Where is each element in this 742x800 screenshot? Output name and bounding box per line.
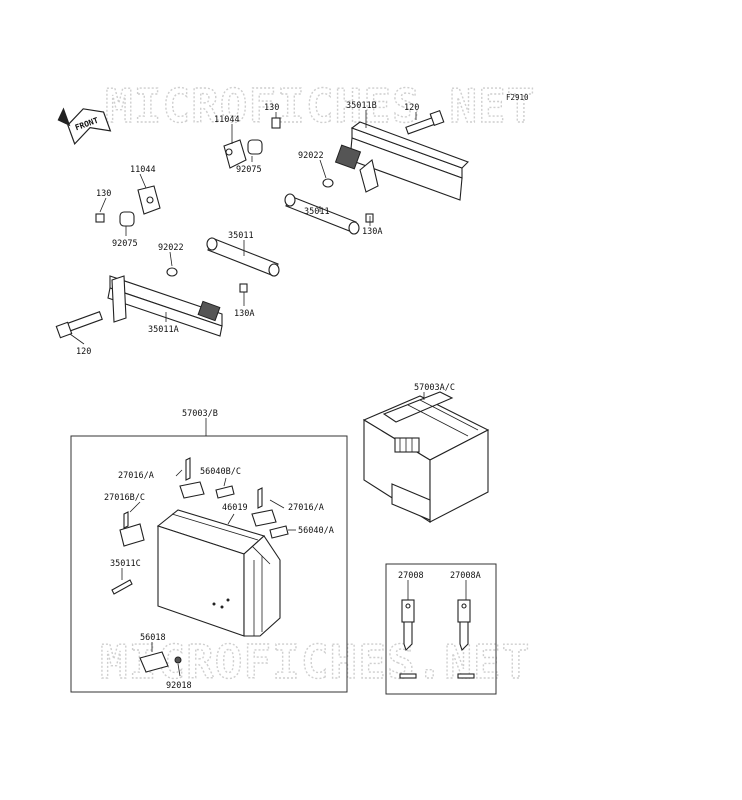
bolt-130-top — [271, 117, 281, 129]
label-56040BC: 56040B/C — [200, 467, 241, 477]
watermark-top: MICROFICHES.NET — [105, 79, 535, 133]
label-27016A-right: 27016/A — [288, 503, 324, 513]
bolt-130A-right — [365, 213, 374, 223]
washer-92022-mid — [166, 267, 178, 277]
stay-11044-left — [137, 185, 161, 215]
figure-code: F2910 — [506, 93, 529, 102]
label-120-top: 120 — [404, 103, 419, 113]
label-35011B: 35011B — [346, 101, 377, 111]
watermark-bottom: MICROFICHES.NET — [100, 635, 530, 689]
bracket-35011A — [107, 275, 223, 337]
label-92022-mid: 92022 — [158, 243, 184, 253]
latch-27016A-left — [179, 457, 205, 499]
label-35011-mid: 35011 — [228, 231, 254, 241]
label-35011-right: 35011 — [304, 207, 330, 217]
plate-56040BC — [215, 485, 235, 499]
label-120-bottom: 120 — [76, 347, 91, 357]
label-92022-top: 92022 — [298, 151, 324, 161]
damper-92075-top — [247, 139, 263, 155]
label-11044-left: 11044 — [130, 165, 156, 175]
label-56040A: 56040/A — [298, 526, 334, 536]
label-11044-top: 11044 — [214, 115, 240, 125]
label-130-top: 130 — [264, 103, 279, 113]
stay-11044-top — [223, 139, 247, 169]
latch-27016BC — [119, 511, 145, 547]
bolt-120-top — [405, 109, 445, 135]
label-46019: 46019 — [222, 503, 248, 513]
bracket-35011-mid — [206, 237, 280, 277]
washer-92022-top — [322, 178, 334, 188]
bracket-35011C — [111, 579, 133, 595]
label-27016A-left: 27016/A — [118, 471, 154, 481]
bolt-130-left — [95, 213, 105, 223]
bracket-35011-right — [284, 193, 360, 235]
label-27008A: 27008A — [450, 571, 481, 581]
label-27016BC: 27016B/C — [104, 493, 145, 503]
label-35011C: 35011C — [110, 559, 141, 569]
front-arrow-icon: FRONT — [57, 107, 112, 145]
label-92018: 92018 — [166, 681, 192, 691]
label-57003B: 57003/B — [182, 409, 218, 419]
saddlebag-57003B — [156, 509, 281, 637]
label-130-left: 130 — [96, 189, 111, 199]
key-27008A — [457, 599, 475, 679]
label-130A-right: 130A — [362, 227, 382, 237]
label-92075-left: 92075 — [112, 239, 138, 249]
plate-56040A — [269, 525, 289, 539]
leader-lines — [69, 110, 467, 677]
label-92075-top: 92075 — [236, 165, 262, 175]
label-27008: 27008 — [398, 571, 424, 581]
saddlebag-57003AC — [362, 391, 490, 524]
assembly-box-57003B — [70, 435, 348, 693]
damper-92075-left — [119, 211, 135, 227]
key-27008 — [399, 599, 417, 679]
label-35011A: 35011A — [148, 325, 179, 335]
key-box — [385, 563, 497, 695]
label-130A-mid: 130A — [234, 309, 254, 319]
reflector-56018 — [139, 651, 169, 673]
label-57003AC: 57003A/C — [414, 383, 455, 393]
bolt-120-bottom — [55, 311, 103, 339]
bracket-35011B — [334, 121, 469, 201]
nut-92018 — [174, 656, 182, 664]
latch-27016A-right — [251, 487, 277, 527]
bolt-130A-mid — [239, 283, 248, 293]
label-56018: 56018 — [140, 633, 166, 643]
